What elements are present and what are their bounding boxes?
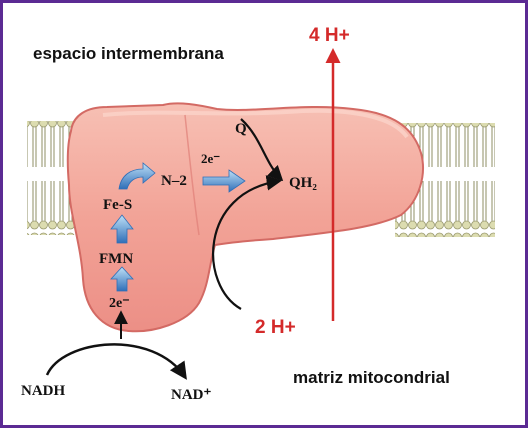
- q-reduction-arrow: [240, 118, 284, 182]
- intermembrane-space-label: espacio intermembrana: [33, 44, 224, 63]
- two-electrons-mid-label: 2e⁻: [201, 151, 220, 166]
- consumed-protons-label: 2 H+: [255, 317, 296, 338]
- complex-i-diagram: espacio intermembrana matriz mitocondria…: [21, 25, 495, 403]
- n2-to-q-arrow: [202, 169, 246, 193]
- quinone-label: Q: [235, 121, 247, 137]
- fmn-label: FMN: [99, 251, 133, 267]
- fes-label: Fe-S: [103, 197, 132, 213]
- fmn-to-fes-arrow: [110, 214, 134, 244]
- e-to-fmn-arrow: [110, 266, 134, 292]
- protein-highlight: [102, 108, 409, 139]
- nadh-label: NADH: [21, 383, 65, 399]
- ubiquinol-label: QH₂: [289, 175, 317, 191]
- protein-domain-seam: [184, 114, 200, 236]
- nadh-oxidation-arrow: [45, 343, 187, 380]
- n2-label: N–2: [161, 173, 187, 189]
- pumped-protons-label: 4 H+: [309, 25, 350, 46]
- two-electrons-bottom-label: 2e⁻: [109, 296, 130, 311]
- fes-to-n2-arrow: [118, 162, 156, 190]
- proton-uptake-arrow: [212, 175, 283, 310]
- mitochondrial-matrix-label: matriz mitocondrial: [293, 368, 450, 387]
- nad-label: NAD⁺: [171, 387, 211, 403]
